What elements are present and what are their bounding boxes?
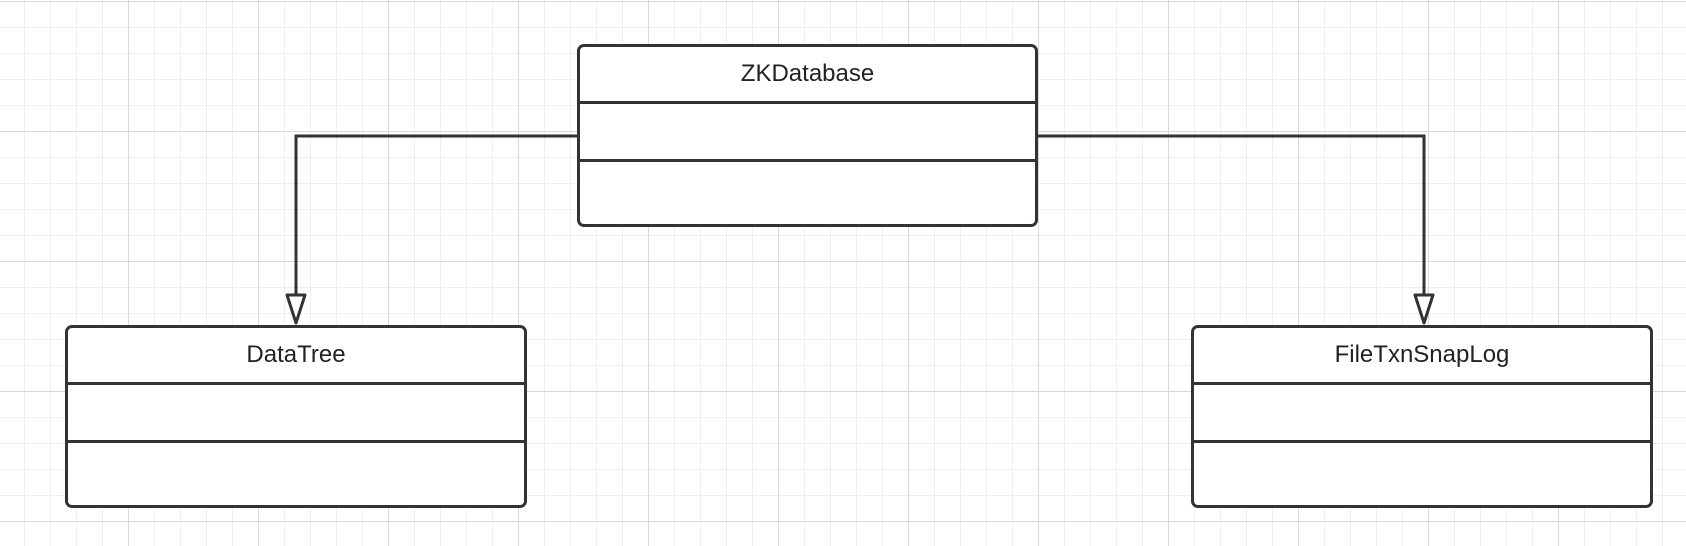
class-name-filetxnsnaplog: FileTxnSnapLog: [1194, 328, 1650, 385]
methods-compartment-filetxnsnaplog[interactable]: [1194, 443, 1650, 505]
class-box-datatree[interactable]: DataTree: [65, 325, 527, 508]
relation-zkdatabase-to-filetxnsnaplog[interactable]: [1038, 134, 1435, 325]
generalization-arrowhead-right: [1413, 293, 1435, 325]
connector-line-left: [294, 134, 577, 295]
connector-line-right: [1038, 134, 1426, 295]
methods-compartment-datatree[interactable]: [68, 443, 524, 505]
class-box-filetxnsnaplog[interactable]: FileTxnSnapLog: [1191, 325, 1653, 508]
class-name-datatree: DataTree: [68, 328, 524, 385]
relation-zkdatabase-to-datatree[interactable]: [285, 134, 577, 325]
class-name-zkdatabase: ZKDatabase: [580, 47, 1035, 104]
methods-compartment-zkdatabase[interactable]: [580, 162, 1035, 224]
attributes-compartment-datatree[interactable]: [68, 385, 524, 443]
attributes-compartment-zkdatabase[interactable]: [580, 104, 1035, 162]
attributes-compartment-filetxnsnaplog[interactable]: [1194, 385, 1650, 443]
generalization-arrowhead-left: [285, 293, 307, 325]
class-box-zkdatabase[interactable]: ZKDatabase: [577, 44, 1038, 227]
